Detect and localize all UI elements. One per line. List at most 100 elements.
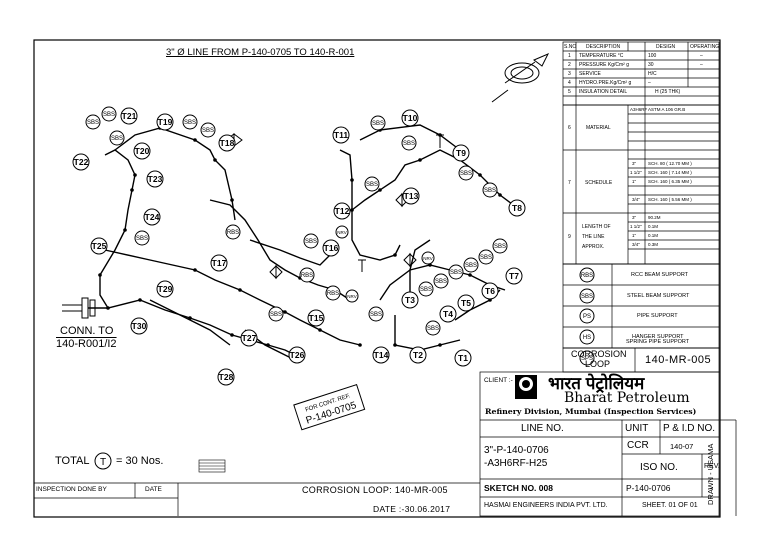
- nrv-bubble: NRV: [335, 225, 349, 239]
- schedule-size: 1 1/2": [630, 170, 642, 175]
- length-value: 90.2M: [648, 215, 661, 220]
- pid-header: P & I.D NO.: [663, 423, 716, 434]
- svg-text:SBS: SBS: [184, 120, 196, 126]
- total-t-symbol: T: [94, 452, 112, 470]
- length-size: 3": [632, 215, 637, 220]
- svg-text:SBS: SBS: [460, 171, 472, 177]
- sbs-bubble: SBS: [85, 114, 101, 130]
- svg-text:SBS: SBS: [111, 136, 123, 142]
- legend-symbols: RBS SBS PS HS SPS: [579, 267, 595, 366]
- total-count: = 30 Nos.: [116, 455, 164, 467]
- tag-t27: T27: [240, 329, 258, 347]
- schedule-value: SCH. 80 ( 12.70 MM ): [648, 161, 692, 166]
- svg-text:NRV: NRV: [337, 230, 346, 235]
- conn-to-ref: 140-R001/I2: [56, 338, 117, 350]
- spec-row-design: H (25 THK): [655, 89, 681, 95]
- sbs-bubble: SBS: [268, 306, 284, 322]
- sbs-bubble: SBS: [364, 176, 380, 192]
- tag-t12: T12: [333, 202, 351, 220]
- tag-t18: T18: [218, 134, 236, 152]
- tag-t13: T13: [402, 187, 420, 205]
- svg-text:T1: T1: [458, 353, 468, 363]
- spec-row-oper: –: [700, 53, 703, 59]
- spec-header-description: DESCRIPTION: [586, 44, 621, 50]
- legend-label-sps: SPRING PIPE SUPPORT: [626, 339, 690, 345]
- material-no: 6: [568, 125, 571, 131]
- schedule-value: SCH. 160 ( 5.56 MM ): [648, 197, 692, 202]
- rbs-bubble: RBS: [325, 285, 341, 301]
- sheet-border: [33, 39, 721, 518]
- tag-t15: T15: [307, 309, 325, 327]
- sbs-bubble: SBS: [433, 273, 449, 289]
- svg-text:T3: T3: [405, 295, 415, 305]
- tag-t30: T30: [130, 317, 148, 335]
- material-label: MATERIAL: [586, 125, 611, 131]
- svg-text:NRV: NRV: [347, 294, 356, 299]
- length-size: 3/4": [632, 242, 640, 247]
- tag-t8: T8: [508, 199, 526, 217]
- svg-text:PS: PS: [583, 314, 591, 320]
- for-cont-ref-box: FOR CONT. REF. P-140-0705: [293, 383, 366, 431]
- pid-value: 140-07: [670, 442, 694, 451]
- svg-text:T24: T24: [145, 212, 160, 222]
- tag-t3: T3: [401, 291, 419, 309]
- tag-t17: T17: [210, 254, 228, 272]
- length-value: 0.1M: [648, 233, 659, 238]
- svg-text:SBS: SBS: [484, 188, 496, 194]
- legend-label-sbs: STEEL BEAM SUPPORT: [627, 293, 690, 299]
- svg-text:T22: T22: [74, 157, 89, 167]
- spec-row-no: 4: [568, 80, 571, 86]
- sbs-bubble: SBS: [478, 249, 494, 265]
- spec-row-no: 1: [568, 53, 571, 59]
- sbs-bubble: SBS: [109, 130, 125, 146]
- line-no-header: LINE NO.: [521, 423, 564, 434]
- bharat-petroleum-logo: [515, 375, 537, 399]
- tag-t2: T2: [409, 346, 427, 364]
- sketch-no: SKETCH NO. 008: [484, 483, 553, 493]
- spec-row-desc: SERVICE: [579, 71, 601, 77]
- svg-text:SPS: SPS: [581, 356, 593, 362]
- legend-label-rbs: RCC BEAM SUPPORT: [631, 272, 689, 278]
- sbs-bubble: SBS: [182, 114, 198, 130]
- tag-t4: T4: [439, 305, 457, 323]
- tag-t20: T20: [133, 142, 151, 160]
- schedule-value: SCH. 160 ( 6.35 MM ): [648, 179, 692, 184]
- client-name-hindi: भारत पेट्रोलियम: [548, 374, 645, 393]
- spec-header-sno: S.NO: [564, 44, 577, 50]
- spec-row-no: 5: [568, 89, 571, 95]
- schedule-size: 3": [632, 161, 637, 166]
- sbs-bubble: SBS: [418, 281, 434, 297]
- svg-text:T19: T19: [158, 117, 173, 127]
- svg-text:T7: T7: [509, 271, 519, 281]
- svg-text:T2: T2: [413, 350, 423, 360]
- svg-text:SBS: SBS: [403, 141, 415, 147]
- rbs-bubble: RBS: [225, 224, 241, 240]
- sbs-bubble: SBS: [200, 122, 216, 138]
- line-no-value: -A3H6RF-H25: [484, 458, 548, 469]
- length-label: APPROX.: [582, 244, 605, 250]
- weld-points: [98, 126, 502, 347]
- schedule-label: SCHEDULE: [585, 180, 613, 186]
- svg-text:SBS: SBS: [480, 255, 492, 261]
- svg-text:RBS: RBS: [327, 291, 339, 297]
- svg-text:T21: T21: [122, 111, 137, 121]
- svg-text:T4: T4: [443, 309, 453, 319]
- spec-row-design: 100: [648, 53, 657, 59]
- svg-text:T15: T15: [309, 313, 324, 323]
- spec-row-oper: –: [700, 62, 703, 68]
- spec-row-no: 2: [568, 62, 571, 68]
- legend-label-ps: PIPE SUPPORT: [637, 313, 678, 319]
- schedule-value: SCH. 160 ( 7.14 MM ): [648, 170, 692, 175]
- company-name: HASMAI ENGINEERS INDIA PVT. LTD.: [484, 502, 608, 509]
- svg-text:T30: T30: [132, 321, 147, 331]
- tag-t23: T23: [146, 170, 164, 188]
- svg-text:T17: T17: [212, 258, 227, 268]
- spec-header-operating: OPERATING: [690, 44, 720, 50]
- tag-t6: T6: [481, 282, 499, 300]
- tag-t16: T16: [322, 239, 340, 257]
- legend-label-hs: HANGER SUPPORT: [632, 334, 684, 340]
- tag-t24: T24: [143, 208, 161, 226]
- svg-text:SBS: SBS: [366, 182, 378, 188]
- drawn-by-label: DRAWN - USAMA: [706, 443, 715, 505]
- svg-text:T14: T14: [374, 350, 389, 360]
